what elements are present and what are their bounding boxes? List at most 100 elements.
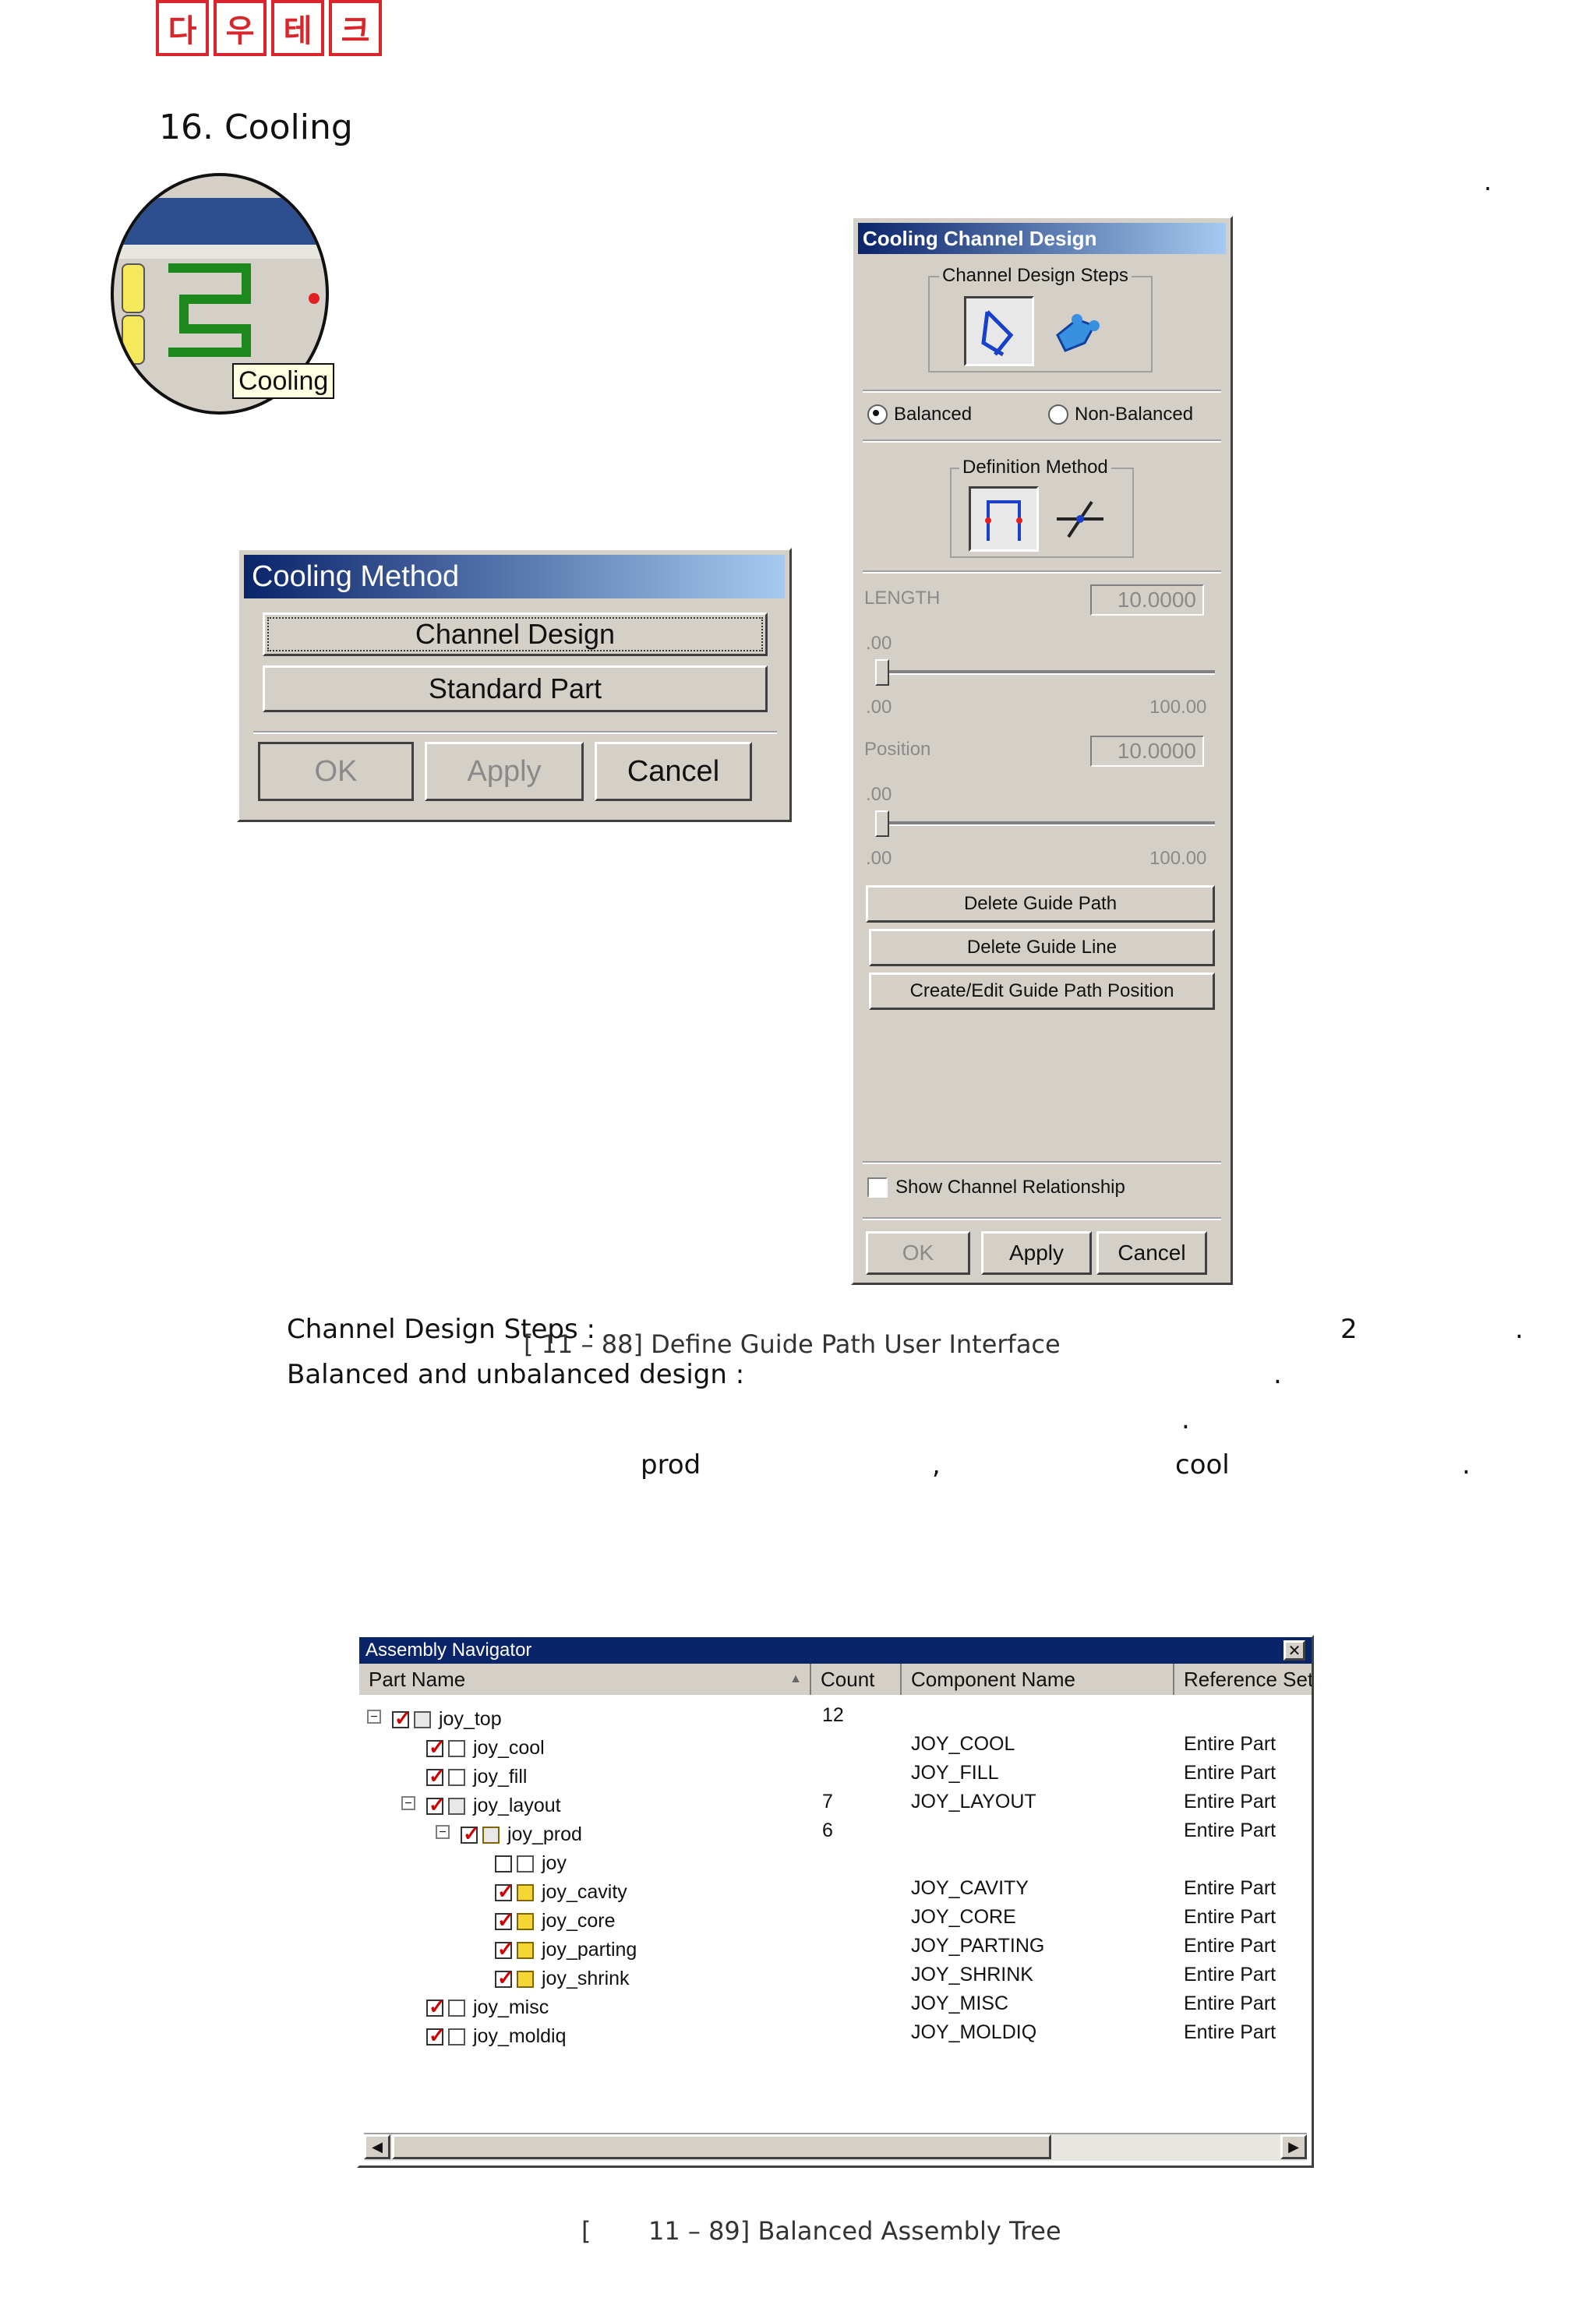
visibility-checkbox[interactable] bbox=[426, 1793, 446, 1817]
horizontal-scrollbar[interactable]: ◀ ▶ bbox=[364, 2133, 1307, 2161]
part-name: joy_fill bbox=[473, 1766, 528, 1788]
reference-set: Entire Part bbox=[1184, 1820, 1276, 1841]
text-period: . bbox=[1273, 1359, 1282, 1390]
non-balanced-radio[interactable]: Non-Balanced bbox=[1048, 404, 1193, 425]
length-field[interactable]: 10.0000 bbox=[1090, 584, 1204, 616]
visibility-checkbox[interactable] bbox=[495, 1908, 514, 1933]
channel-design-steps-group: Channel Design Steps bbox=[928, 265, 1153, 372]
company-logo: 다 우 테 크 bbox=[156, 0, 382, 56]
delete-guide-line-button[interactable]: Delete Guide Line bbox=[869, 929, 1215, 966]
curve-path-icon bbox=[1057, 500, 1103, 538]
standard-part-button[interactable]: Standard Part bbox=[263, 665, 768, 712]
cooling-icon[interactable] bbox=[161, 259, 270, 360]
visibility-checkbox[interactable] bbox=[392, 1707, 411, 1731]
part-name: joy_misc bbox=[473, 1996, 549, 2018]
part-name: joy_cool bbox=[473, 1737, 545, 1759]
visibility-checkbox[interactable] bbox=[495, 1966, 514, 1990]
body-comma: , bbox=[932, 1449, 941, 1481]
length-max: 100.00 bbox=[1149, 697, 1207, 718]
text-period: . bbox=[1484, 167, 1492, 196]
position-field[interactable]: 10.0000 bbox=[1090, 736, 1204, 767]
apply-button[interactable]: Apply bbox=[425, 742, 584, 801]
scroll-right-icon[interactable]: ▶ bbox=[1280, 2134, 1307, 2159]
position-slider-track[interactable] bbox=[877, 821, 1215, 826]
part-count: 7 bbox=[822, 1791, 833, 1813]
assembly-icon bbox=[448, 1797, 465, 1815]
position-min: .00 bbox=[866, 848, 892, 869]
part-name: joy_parting bbox=[542, 1939, 637, 1961]
visibility-checkbox[interactable] bbox=[495, 1855, 512, 1873]
logo-char-2: 우 bbox=[214, 0, 267, 56]
guide-path-step-button[interactable] bbox=[964, 296, 1034, 366]
visibility-checkbox[interactable] bbox=[426, 2024, 446, 2048]
channel-step-button[interactable] bbox=[1040, 296, 1110, 366]
part-icon bbox=[517, 1855, 534, 1873]
part-name: joy_cavity bbox=[542, 1881, 627, 1903]
length-slider-thumb[interactable] bbox=[875, 659, 889, 686]
position-slider-thumb[interactable] bbox=[875, 810, 889, 837]
ok-button[interactable]: OK bbox=[866, 1231, 970, 1275]
collapse-icon[interactable]: − bbox=[367, 1710, 381, 1724]
scroll-left-icon[interactable]: ◀ bbox=[364, 2134, 390, 2159]
visibility-checkbox[interactable] bbox=[426, 1764, 446, 1788]
length-min: .00 bbox=[866, 697, 892, 718]
column-component-name[interactable]: Component Name bbox=[902, 1664, 1174, 1695]
balanced-radio[interactable]: Balanced bbox=[867, 404, 972, 425]
close-icon[interactable]: ✕ bbox=[1284, 1640, 1305, 1661]
visibility-checkbox[interactable] bbox=[426, 1735, 446, 1760]
position-max: 100.00 bbox=[1149, 848, 1207, 869]
delete-guide-path-button[interactable]: Delete Guide Path bbox=[866, 885, 1215, 923]
cooling-method-dialog: Cooling Method Channel Design Standard P… bbox=[237, 548, 792, 822]
apply-button[interactable]: Apply bbox=[981, 1231, 1092, 1275]
logo-char-3: 테 bbox=[271, 0, 324, 56]
body-balanced-design: Balanced and unbalanced design : bbox=[287, 1359, 745, 1390]
component-name: JOY_CORE bbox=[911, 1906, 1016, 1928]
divider bbox=[863, 1161, 1221, 1164]
collapse-icon[interactable]: − bbox=[401, 1796, 415, 1810]
part-icon bbox=[448, 1739, 465, 1757]
cancel-button[interactable]: Cancel bbox=[595, 742, 752, 801]
component-name: JOY_FILL bbox=[911, 1762, 999, 1784]
definition-method-label: Definition Method bbox=[959, 457, 1111, 478]
curve-method-button[interactable] bbox=[1045, 486, 1115, 552]
cancel-button[interactable]: Cancel bbox=[1096, 1231, 1207, 1275]
channel-design-button[interactable]: Channel Design bbox=[263, 612, 768, 656]
point-path-icon bbox=[985, 500, 1022, 541]
divider bbox=[863, 439, 1221, 443]
column-count-label: Count bbox=[821, 1667, 875, 1691]
tree-row-joy[interactable]: joy bbox=[359, 1845, 1312, 1874]
visibility-checkbox[interactable] bbox=[495, 1937, 514, 1961]
column-count[interactable]: Count bbox=[811, 1664, 902, 1695]
visibility-checkbox[interactable] bbox=[461, 1822, 480, 1846]
component-name: JOY_MOLDIQ bbox=[911, 2021, 1037, 2043]
guide-path-icon bbox=[981, 310, 1014, 357]
collapse-icon[interactable]: − bbox=[436, 1825, 450, 1839]
divider bbox=[863, 1217, 1221, 1220]
ok-button[interactable]: OK bbox=[258, 742, 414, 801]
show-channel-relationship-checkbox[interactable]: Show Channel Relationship bbox=[867, 1177, 1125, 1198]
column-reference-set[interactable]: Reference Set bbox=[1174, 1664, 1312, 1695]
point-method-button[interactable] bbox=[969, 486, 1039, 552]
figure-89-caption: 11 – 89] Balanced Assembly Tree bbox=[648, 2216, 1061, 2246]
visibility-checkbox[interactable] bbox=[426, 1995, 446, 2019]
cooling-tooltip: Cooling bbox=[232, 363, 335, 399]
visibility-checkbox[interactable] bbox=[495, 1880, 514, 1904]
body-prod: prod bbox=[641, 1449, 701, 1481]
component-name: JOY_MISC bbox=[911, 1993, 1009, 2014]
scrollbar-thumb[interactable] bbox=[392, 2134, 1051, 2159]
length-slider-track[interactable] bbox=[877, 670, 1215, 675]
create-edit-guide-path-button[interactable]: Create/Edit Guide Path Position bbox=[869, 972, 1215, 1010]
column-part-name[interactable]: Part Name ▲ bbox=[359, 1664, 811, 1695]
logo-char-1: 다 bbox=[156, 0, 209, 56]
